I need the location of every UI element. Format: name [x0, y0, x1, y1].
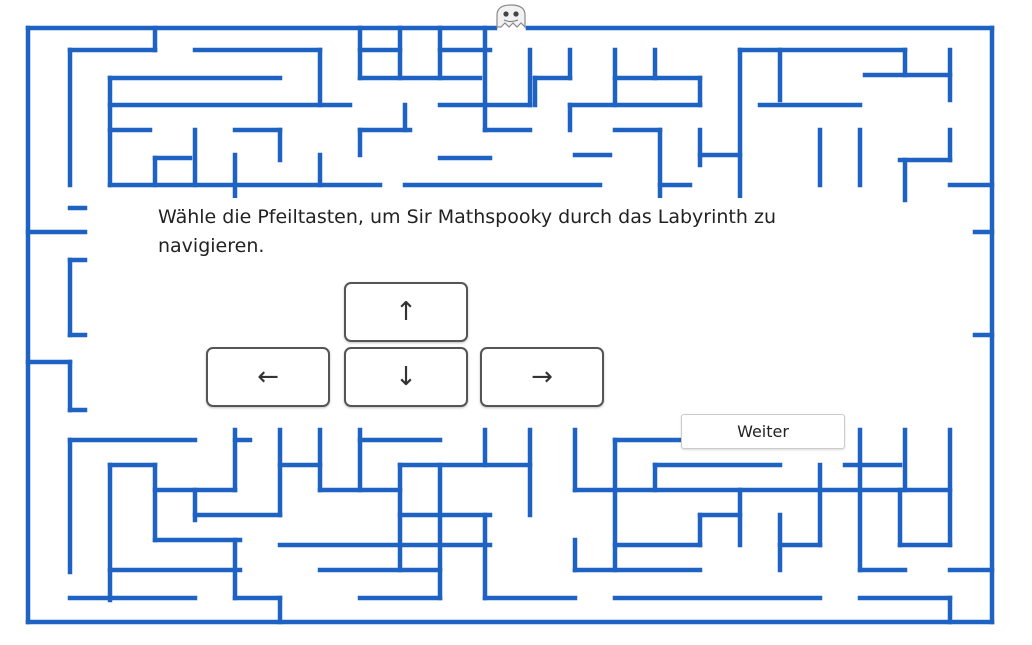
instruction-panel: [150, 198, 850, 284]
arrow-up-icon: ↑: [395, 297, 417, 327]
continue-button[interactable]: Weiter: [681, 414, 845, 449]
maze-walls: [25, 25, 995, 625]
ghost-character-icon: [492, 2, 530, 30]
arrow-up-key[interactable]: ↑: [344, 282, 468, 342]
arrow-down-icon: ↓: [395, 362, 417, 392]
arrow-right-icon: →: [531, 362, 553, 392]
instructions-text: Wähle die Pfeiltasten, um Sir Mathspooky…: [158, 206, 776, 257]
arrow-left-key[interactable]: ←: [206, 347, 330, 407]
arrow-left-icon: ←: [257, 362, 279, 392]
arrow-right-key[interactable]: →: [480, 347, 604, 407]
arrow-down-key[interactable]: ↓: [344, 347, 468, 407]
